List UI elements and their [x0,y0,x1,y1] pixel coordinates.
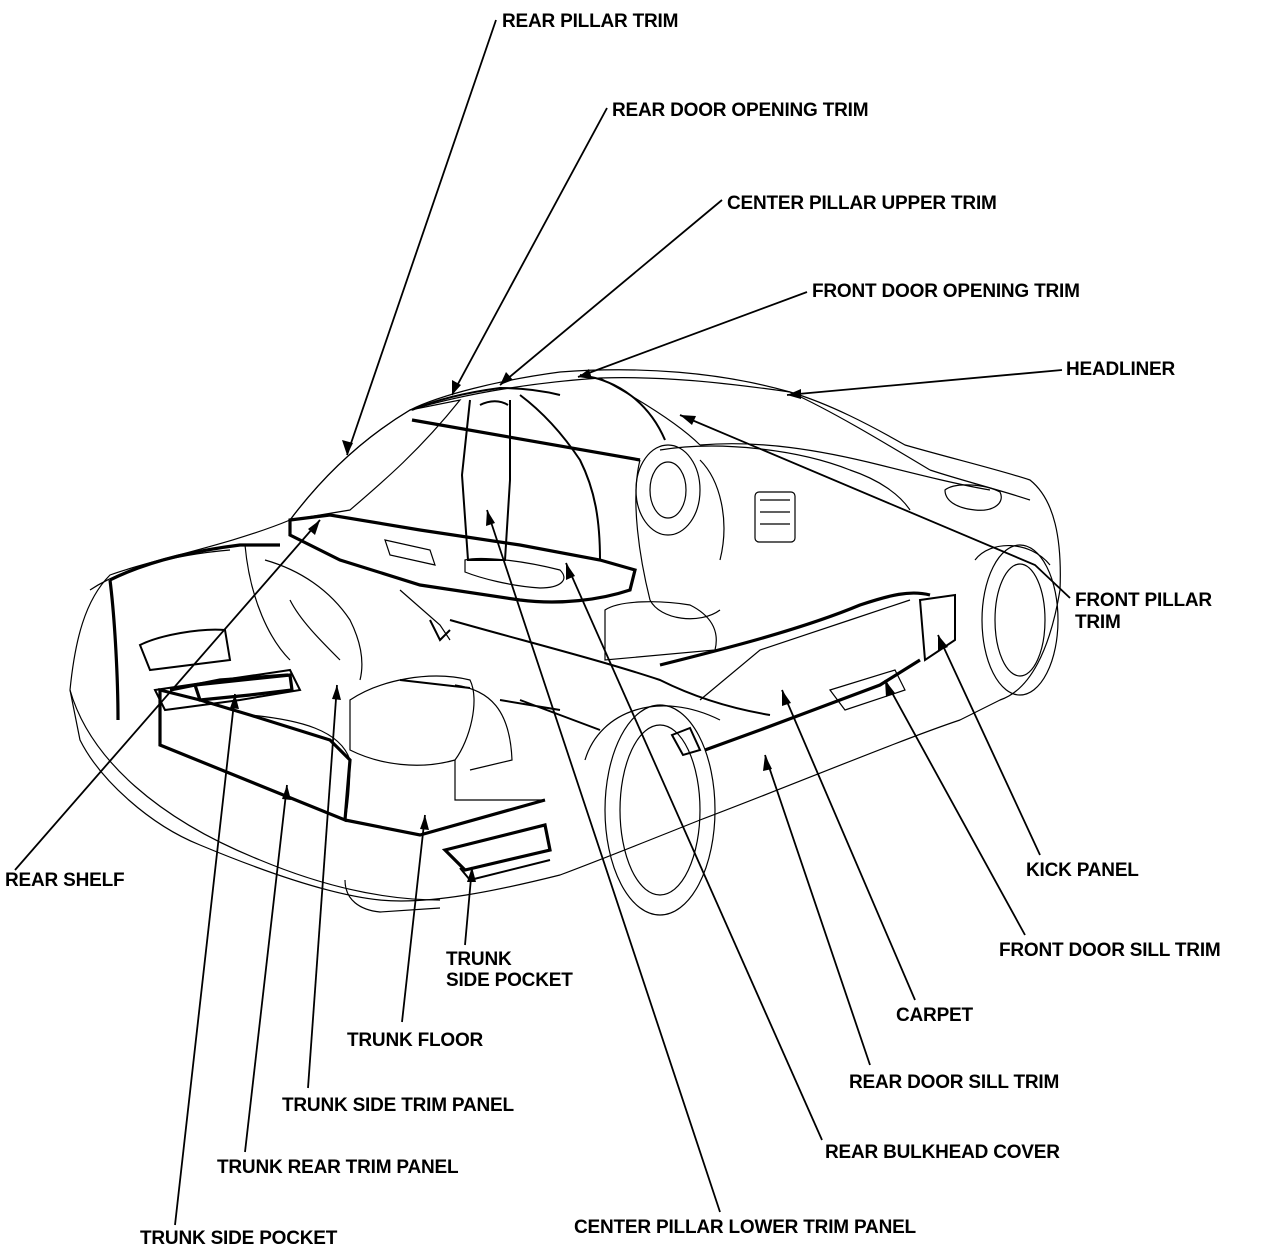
leader-trunk-floor [401,814,426,1023]
label-trunk-rear-trim-panel: TRUNK REAR TRIM PANEL [217,1157,459,1178]
arrow-trunk-rear-trim-panel [282,785,291,800]
label-rear-bulkhead-cover: REAR BULKHEAD COVER [825,1142,1060,1163]
leader-headliner [786,369,1063,396]
arrow-trunk-side-pocket-mid [467,867,476,882]
label-front-pillar-trim-line1: FRONT PILLAR [1075,590,1212,611]
arrowheads [230,369,948,882]
arrow-headliner [787,389,801,399]
leader-lines [14,19,1071,1226]
leader-rear-shelf [14,519,321,871]
arrow-front-door-sill-trim [885,680,895,697]
leader-trunk-rear-trim-panel [244,784,288,1153]
label-center-pillar-upper-trim: CENTER PILLAR UPPER TRIM [727,193,997,214]
label-rear-pillar-trim: REAR PILLAR TRIM [502,11,678,32]
arrow-trunk-floor [420,815,429,830]
label-center-pillar-lower-trim-panel: CENTER PILLAR LOWER TRIM PANEL [574,1217,917,1238]
arrow-center-pillar-lower-trim-panel [486,510,495,526]
arrow-front-door-opening-trim [578,369,592,379]
leader-trunk-side-trim-panel [307,684,338,1089]
leader-rear-door-opening-trim [451,107,608,396]
arrow-trunk-side-pocket-bottom [230,694,239,709]
label-trunk-side-pocket-mid-line1: TRUNK [446,949,512,970]
leader-center-pillar-lower-trim-panel [486,509,721,1213]
arrow-trunk-side-trim-panel [332,685,341,700]
label-carpet: CARPET [896,1005,974,1026]
callout-labels: REAR PILLAR TRIM REAR DOOR OPENING TRIM … [5,11,1221,1249]
leader-rear-bulkhead-cover [565,562,823,1141]
label-front-pillar-trim-line2: TRIM [1075,612,1121,633]
label-trunk-side-trim-panel: TRUNK SIDE TRIM PANEL [282,1095,514,1116]
label-rear-door-sill-trim: REAR DOOR SILL TRIM [849,1072,1059,1093]
arrow-carpet [782,690,791,706]
label-trunk-floor: TRUNK FLOOR [347,1030,484,1051]
label-kick-panel: KICK PANEL [1026,860,1139,881]
label-rear-shelf: REAR SHELF [5,870,124,891]
label-headliner: HEADLINER [1066,359,1176,380]
arrow-rear-bulkhead-cover [566,563,575,580]
label-trunk-side-pocket-mid-line2: SIDE POCKET [446,970,573,991]
leader-front-door-sill-trim [884,679,1026,936]
leader-trunk-side-pocket-bottom [174,693,236,1226]
arrow-center-pillar-upper-trim [500,372,513,385]
arrow-rear-door-sill-trim [763,755,772,771]
leader-rear-pillar-trim [346,19,497,456]
leader-front-door-opening-trim [577,291,808,378]
leader-center-pillar-upper-trim [499,199,723,386]
arrow-rear-pillar-trim [342,440,353,455]
leader-kick-panel [937,634,1041,856]
arrow-rear-door-opening-trim [452,380,461,395]
leader-rear-door-sill-trim [764,754,871,1066]
leader-front-pillar-trim [679,414,1071,599]
label-front-door-sill-trim: FRONT DOOR SILL TRIM [999,940,1221,961]
leader-carpet [781,689,916,1001]
label-front-door-opening-trim: FRONT DOOR OPENING TRIM [812,281,1080,302]
arrow-front-pillar-trim [680,415,696,425]
label-rear-door-opening-trim: REAR DOOR OPENING TRIM [612,100,868,121]
label-trunk-side-pocket-bottom: TRUNK SIDE POCKET [140,1228,338,1249]
arrow-rear-shelf [308,520,320,535]
arrow-kick-panel [938,635,948,651]
